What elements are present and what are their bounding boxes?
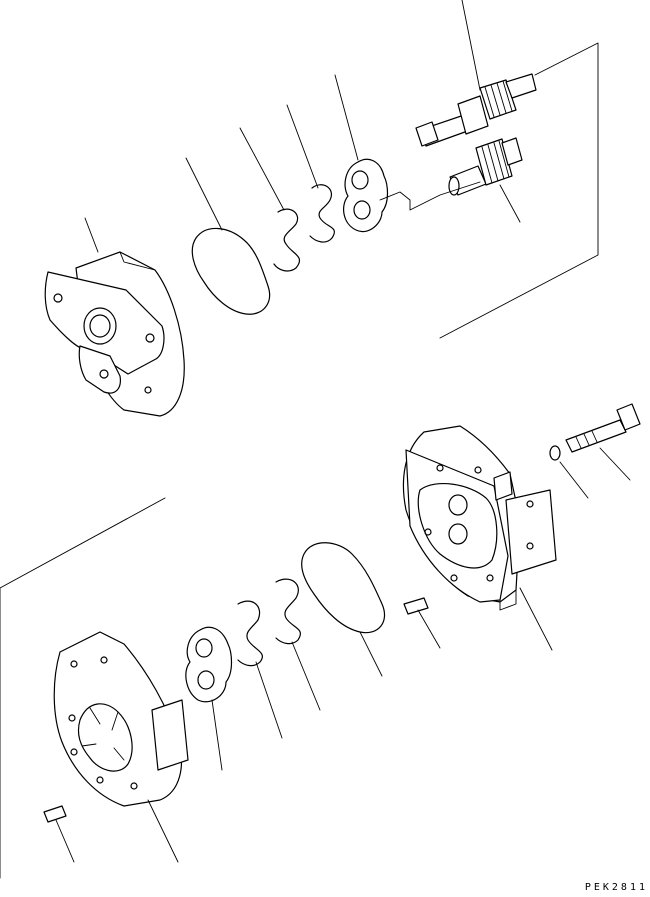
- upper-o-ring: [192, 228, 269, 314]
- upper-assembly: [45, 0, 598, 416]
- upper-drive-gear-shaft: [416, 74, 536, 146]
- lower-backup-ring-1: [276, 579, 300, 643]
- upper-bracket-line: [440, 43, 598, 338]
- lower-washer: [550, 446, 560, 460]
- lower-bracket-line: [0, 498, 165, 878]
- lower-wear-plate: [186, 627, 232, 701]
- lower-gear-housing: [54, 632, 188, 806]
- drawing-code: PEK2811: [584, 882, 648, 893]
- lower-leader-lines: [56, 588, 552, 862]
- lower-dowel-pin-right: [404, 598, 428, 614]
- lower-o-ring: [302, 543, 385, 633]
- upper-wear-plate: [344, 159, 480, 231]
- lower-rear-cover: [403, 426, 556, 610]
- lower-bolt: [566, 404, 640, 480]
- upper-leader-lines: [85, 0, 480, 252]
- lower-assembly: [0, 404, 640, 878]
- upper-front-cover: [45, 252, 184, 416]
- lower-dowel-pin-left: [44, 806, 66, 822]
- lower-backup-ring-2: [238, 601, 262, 665]
- upper-backup-ring-1: [310, 185, 334, 242]
- upper-backup-ring-2: [274, 209, 300, 271]
- upper-driven-gear: [449, 138, 522, 195]
